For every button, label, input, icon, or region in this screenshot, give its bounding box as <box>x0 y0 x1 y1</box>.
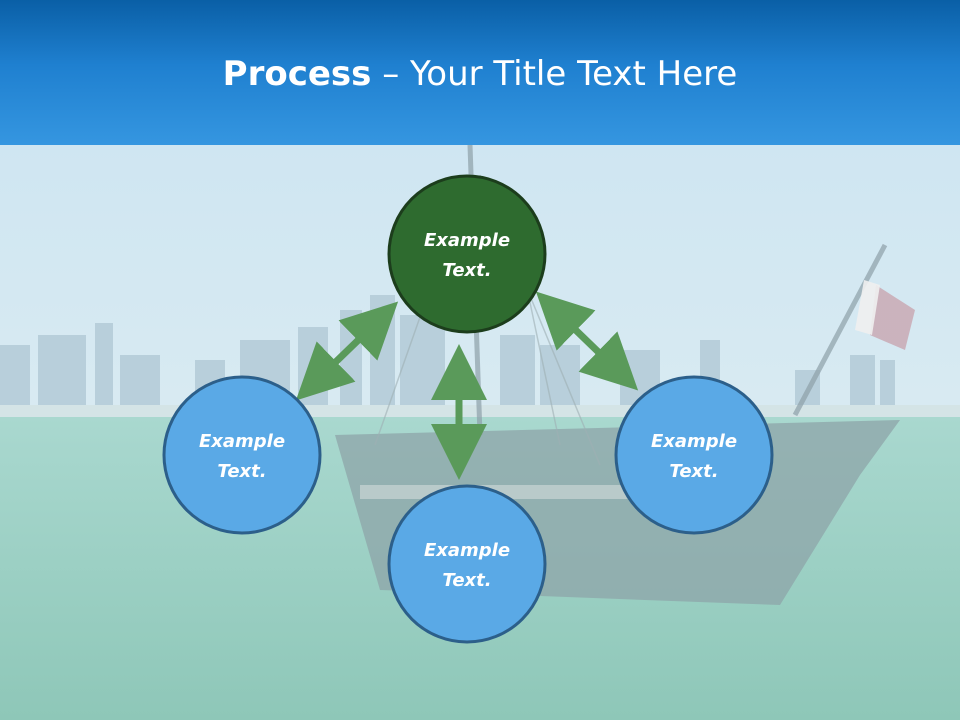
header-bar <box>0 0 960 145</box>
node-top: Example Text. <box>387 174 547 334</box>
node-bottom-circle <box>387 484 547 644</box>
arrow-top-right <box>535 291 639 391</box>
node-right-line1: Example <box>651 431 737 452</box>
node-bottom-line1: Example <box>424 540 510 561</box>
node-right-line2: Text. <box>669 461 718 482</box>
node-bottom-line2: Text. <box>442 570 491 591</box>
node-top-line1: Example <box>424 230 510 251</box>
node-right-circle <box>614 375 774 535</box>
slide-title: Process – Your Title Text Here <box>0 52 960 96</box>
node-left-line2: Text. <box>217 461 266 482</box>
title-rest: Your Title Text Here <box>410 54 738 94</box>
node-right: Example Text. <box>614 375 774 535</box>
node-left: Example Text. <box>162 375 322 535</box>
node-top-line2: Text. <box>442 260 491 281</box>
node-left-circle <box>162 375 322 535</box>
title-bold: Process <box>222 54 372 94</box>
arrow-top-left <box>295 301 399 401</box>
node-top-circle <box>387 174 547 334</box>
title-dash: – <box>371 54 411 94</box>
node-left-line1: Example <box>199 431 285 452</box>
node-bottom: Example Text. <box>387 484 547 644</box>
